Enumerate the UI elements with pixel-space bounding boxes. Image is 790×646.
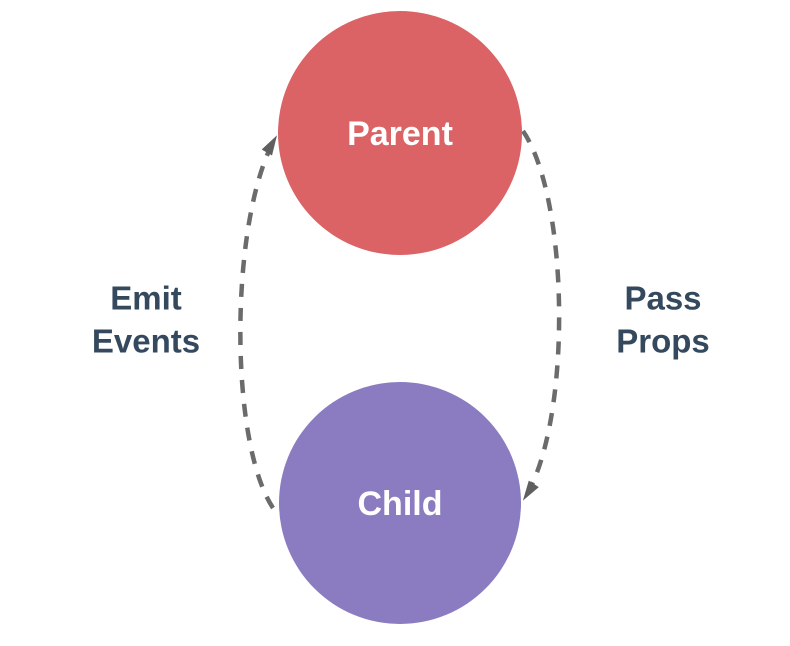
pass-props-label-line1: Pass (624, 280, 701, 317)
child-node (279, 382, 521, 624)
parent-node-label: Parent (347, 115, 453, 153)
pass-props-arrow (521, 129, 562, 501)
emit-events-arrow (238, 135, 278, 510)
emit-events-label-line1: Emit (110, 280, 182, 317)
emit-events-label-line2: Events (92, 323, 200, 360)
parent-node (278, 11, 522, 255)
pass-props-label: Pass Props (616, 280, 710, 360)
child-node-label: Child (358, 485, 443, 523)
pass-props-label-line2: Props (616, 323, 710, 360)
emit-events-label: Emit Events (92, 280, 200, 360)
